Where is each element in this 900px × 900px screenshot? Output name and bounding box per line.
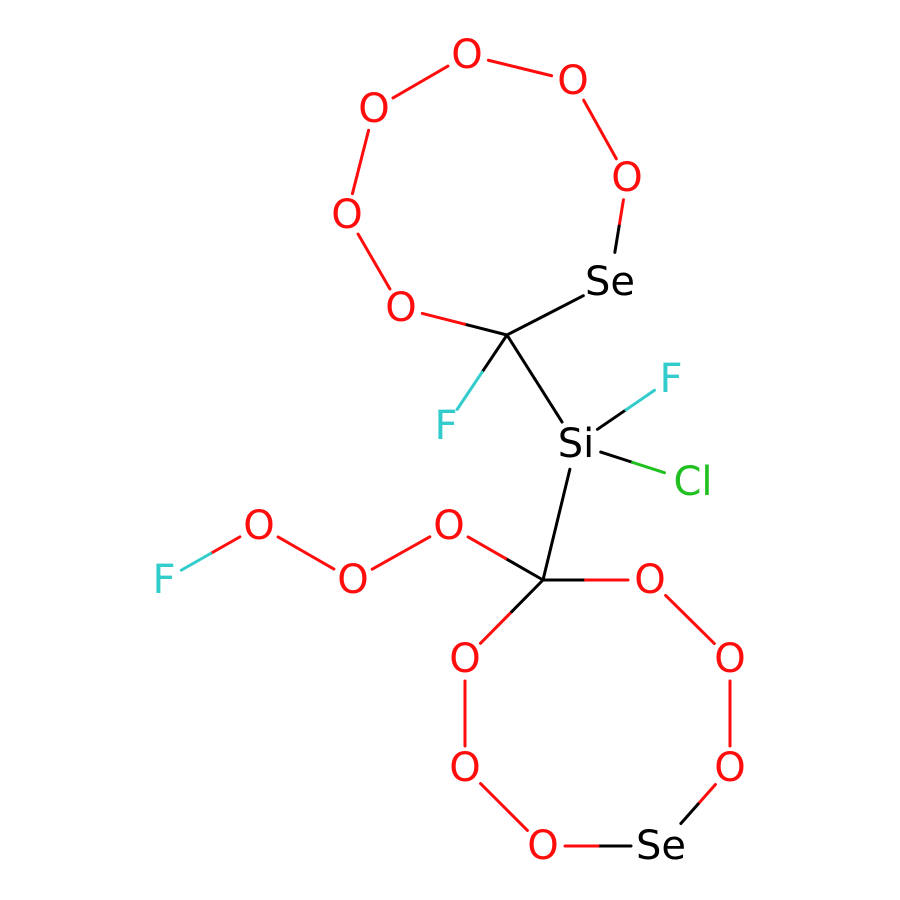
bond-c1-si-half-si (533, 377, 564, 424)
bond-o4-o5-half-o5 (356, 232, 376, 263)
atom-label-o11: O (714, 636, 745, 682)
atom-label-se1: Se (585, 259, 635, 305)
atom-label-cl: Cl (673, 459, 712, 505)
atom-label-o9: O (243, 503, 274, 549)
atom-label-o6: O (358, 86, 389, 132)
atom-label-o5: O (331, 192, 362, 238)
atom-label-se2: Se (636, 823, 686, 869)
bond-o13-o14-half-o13 (502, 805, 529, 832)
bond-o12-se2-half-o12 (696, 782, 717, 806)
bond-si-cl-half-si (599, 450, 635, 464)
bond-o1-o2-half-o2 (518, 66, 554, 78)
bond-si-c2-half-si (554, 467, 572, 527)
bond-o15-c2-half-o15 (478, 610, 514, 645)
atom-label-o10: O (634, 557, 665, 603)
bond-layer (179, 58, 732, 848)
bond-o8-o9-half-o8 (304, 551, 336, 571)
bond-o5-o6-half-o5 (350, 160, 362, 196)
bond-si-c2-half-c2 (541, 523, 558, 582)
atom-label-o15: O (449, 636, 480, 682)
bond-o7-o8-half-o8 (370, 551, 403, 571)
bond-o10-o11-half-o11 (688, 618, 716, 646)
bond-c1-si-half-c1 (505, 333, 537, 381)
bond-o1-o2-half-o1 (486, 58, 522, 70)
bond-c1-f1-half-c1 (480, 333, 509, 374)
bond-o5-o6-half-o6 (359, 128, 371, 164)
atom-label-f3: F (152, 557, 175, 603)
bond-c1-o4-half-c1 (463, 322, 509, 337)
bond-c2-o7-half-c2 (504, 556, 545, 582)
bond-si-f2-half-f2 (624, 388, 656, 412)
bond-o6-o1-half-o6 (391, 80, 422, 100)
bond-o4-o5-half-o4 (372, 260, 392, 291)
bond-o2-o3-half-o3 (598, 128, 618, 161)
atom-label-o4: O (385, 285, 416, 331)
atom-label-o2: O (557, 58, 588, 104)
bond-o12-se2-half-se2 (679, 802, 700, 826)
bond-o7-o8-half-o7 (399, 535, 432, 555)
bond-o13-o14-half-o14 (479, 782, 506, 809)
bond-si-cl-half-cl (631, 460, 666, 475)
bond-o15-c2-half-c2 (510, 578, 545, 614)
bond-o2-o3-half-o2 (582, 98, 602, 131)
bond-c1-o4-half-o4 (420, 311, 467, 326)
atom-label-o13: O (527, 823, 558, 869)
atom-label-o12: O (714, 745, 745, 791)
atom-label-f2: F (659, 356, 682, 402)
bond-se1-c1-half-c1 (505, 313, 547, 337)
atom-label-o7: O (433, 503, 464, 549)
bond-o3-se1-half-se1 (613, 224, 621, 254)
atom-label-o14: O (449, 745, 480, 791)
bond-o9-f3-half-o9 (209, 535, 242, 555)
atom-label-o3: O (611, 155, 642, 201)
bond-o10-o11-half-o10 (664, 593, 692, 621)
bond-c1-f1-half-f1 (455, 370, 484, 411)
bond-o8-o9-half-o9 (276, 535, 308, 555)
atom-label-o8: O (337, 557, 368, 603)
atom-label-o1: O (451, 32, 482, 78)
bond-o6-o1-half-o1 (419, 64, 450, 84)
atom-label-si: Si (558, 421, 595, 467)
bond-o3-se1-half-o3 (617, 198, 625, 228)
bond-o9-f3-half-f3 (179, 551, 213, 572)
bond-c2-o7-half-o7 (466, 535, 508, 560)
bond-se1-c1-half-se1 (543, 294, 585, 317)
atom-label-f1: F (434, 403, 457, 449)
bond-si-f2-half-si (595, 408, 628, 431)
